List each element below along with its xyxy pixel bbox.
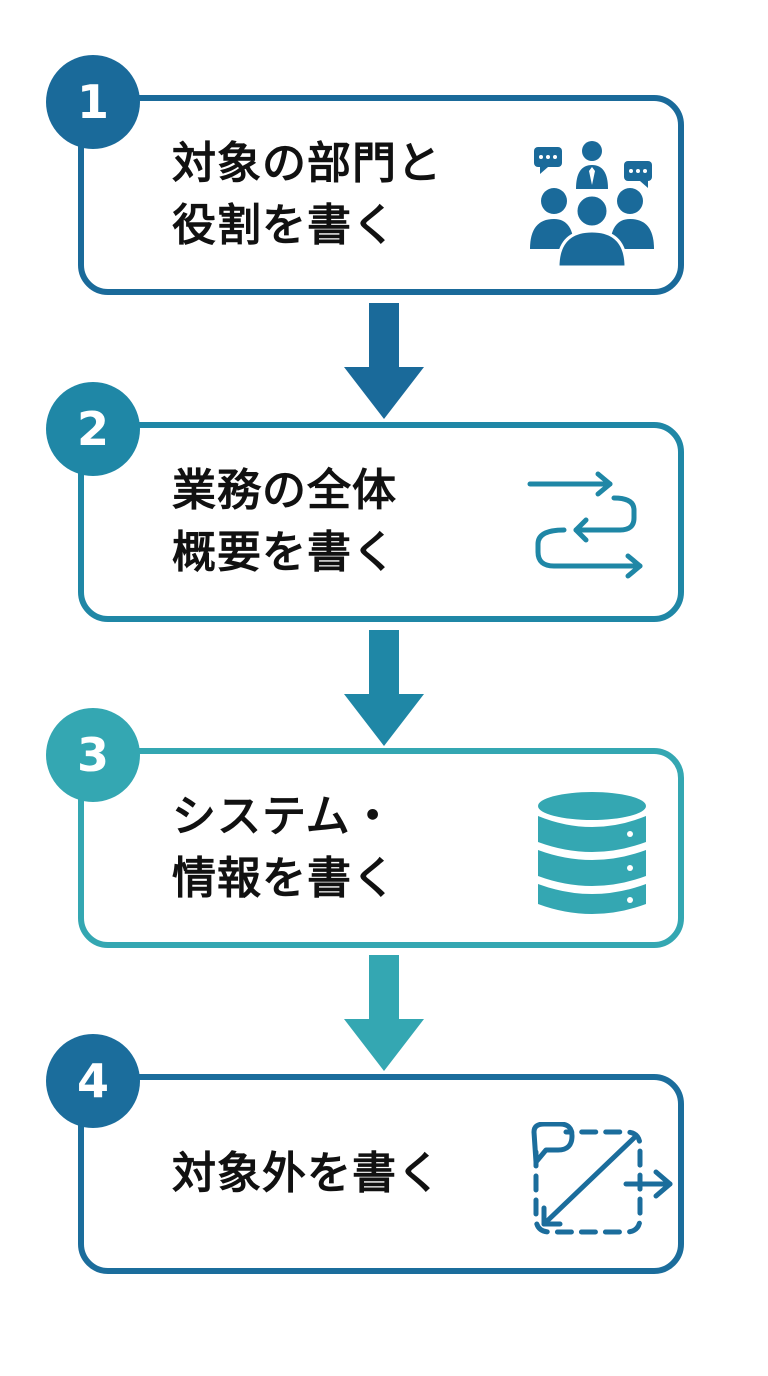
step-card-2: 業務の全体 概要を書く bbox=[78, 422, 684, 622]
step-card-4: 対象外を書く bbox=[78, 1074, 684, 1274]
flow-arrows-icon bbox=[527, 471, 643, 579]
step-title-1: 対象の部門と 役割を書く bbox=[172, 138, 442, 251]
step-title-3: システム・ 情報を書く bbox=[172, 791, 397, 904]
connector-arrow-3 bbox=[344, 955, 424, 1071]
connector-arrow-2 bbox=[344, 630, 424, 746]
step-title-2: 業務の全体 概要を書く bbox=[172, 465, 397, 578]
step-badge-2: 2 bbox=[46, 382, 140, 476]
step-badge-1: 1 bbox=[46, 55, 140, 149]
step-card-3: システム・ 情報を書く bbox=[78, 748, 684, 948]
database-icon bbox=[538, 792, 646, 914]
team-icon bbox=[530, 141, 654, 267]
step-badge-4: 4 bbox=[46, 1034, 140, 1128]
connector-arrow-1 bbox=[344, 303, 424, 419]
step-title-4: 対象外を書く bbox=[172, 1148, 442, 1199]
out-of-scope-icon bbox=[531, 1122, 673, 1235]
step-card-1: 対象の部門と 役割を書く bbox=[78, 95, 684, 295]
step-badge-3: 3 bbox=[46, 708, 140, 802]
